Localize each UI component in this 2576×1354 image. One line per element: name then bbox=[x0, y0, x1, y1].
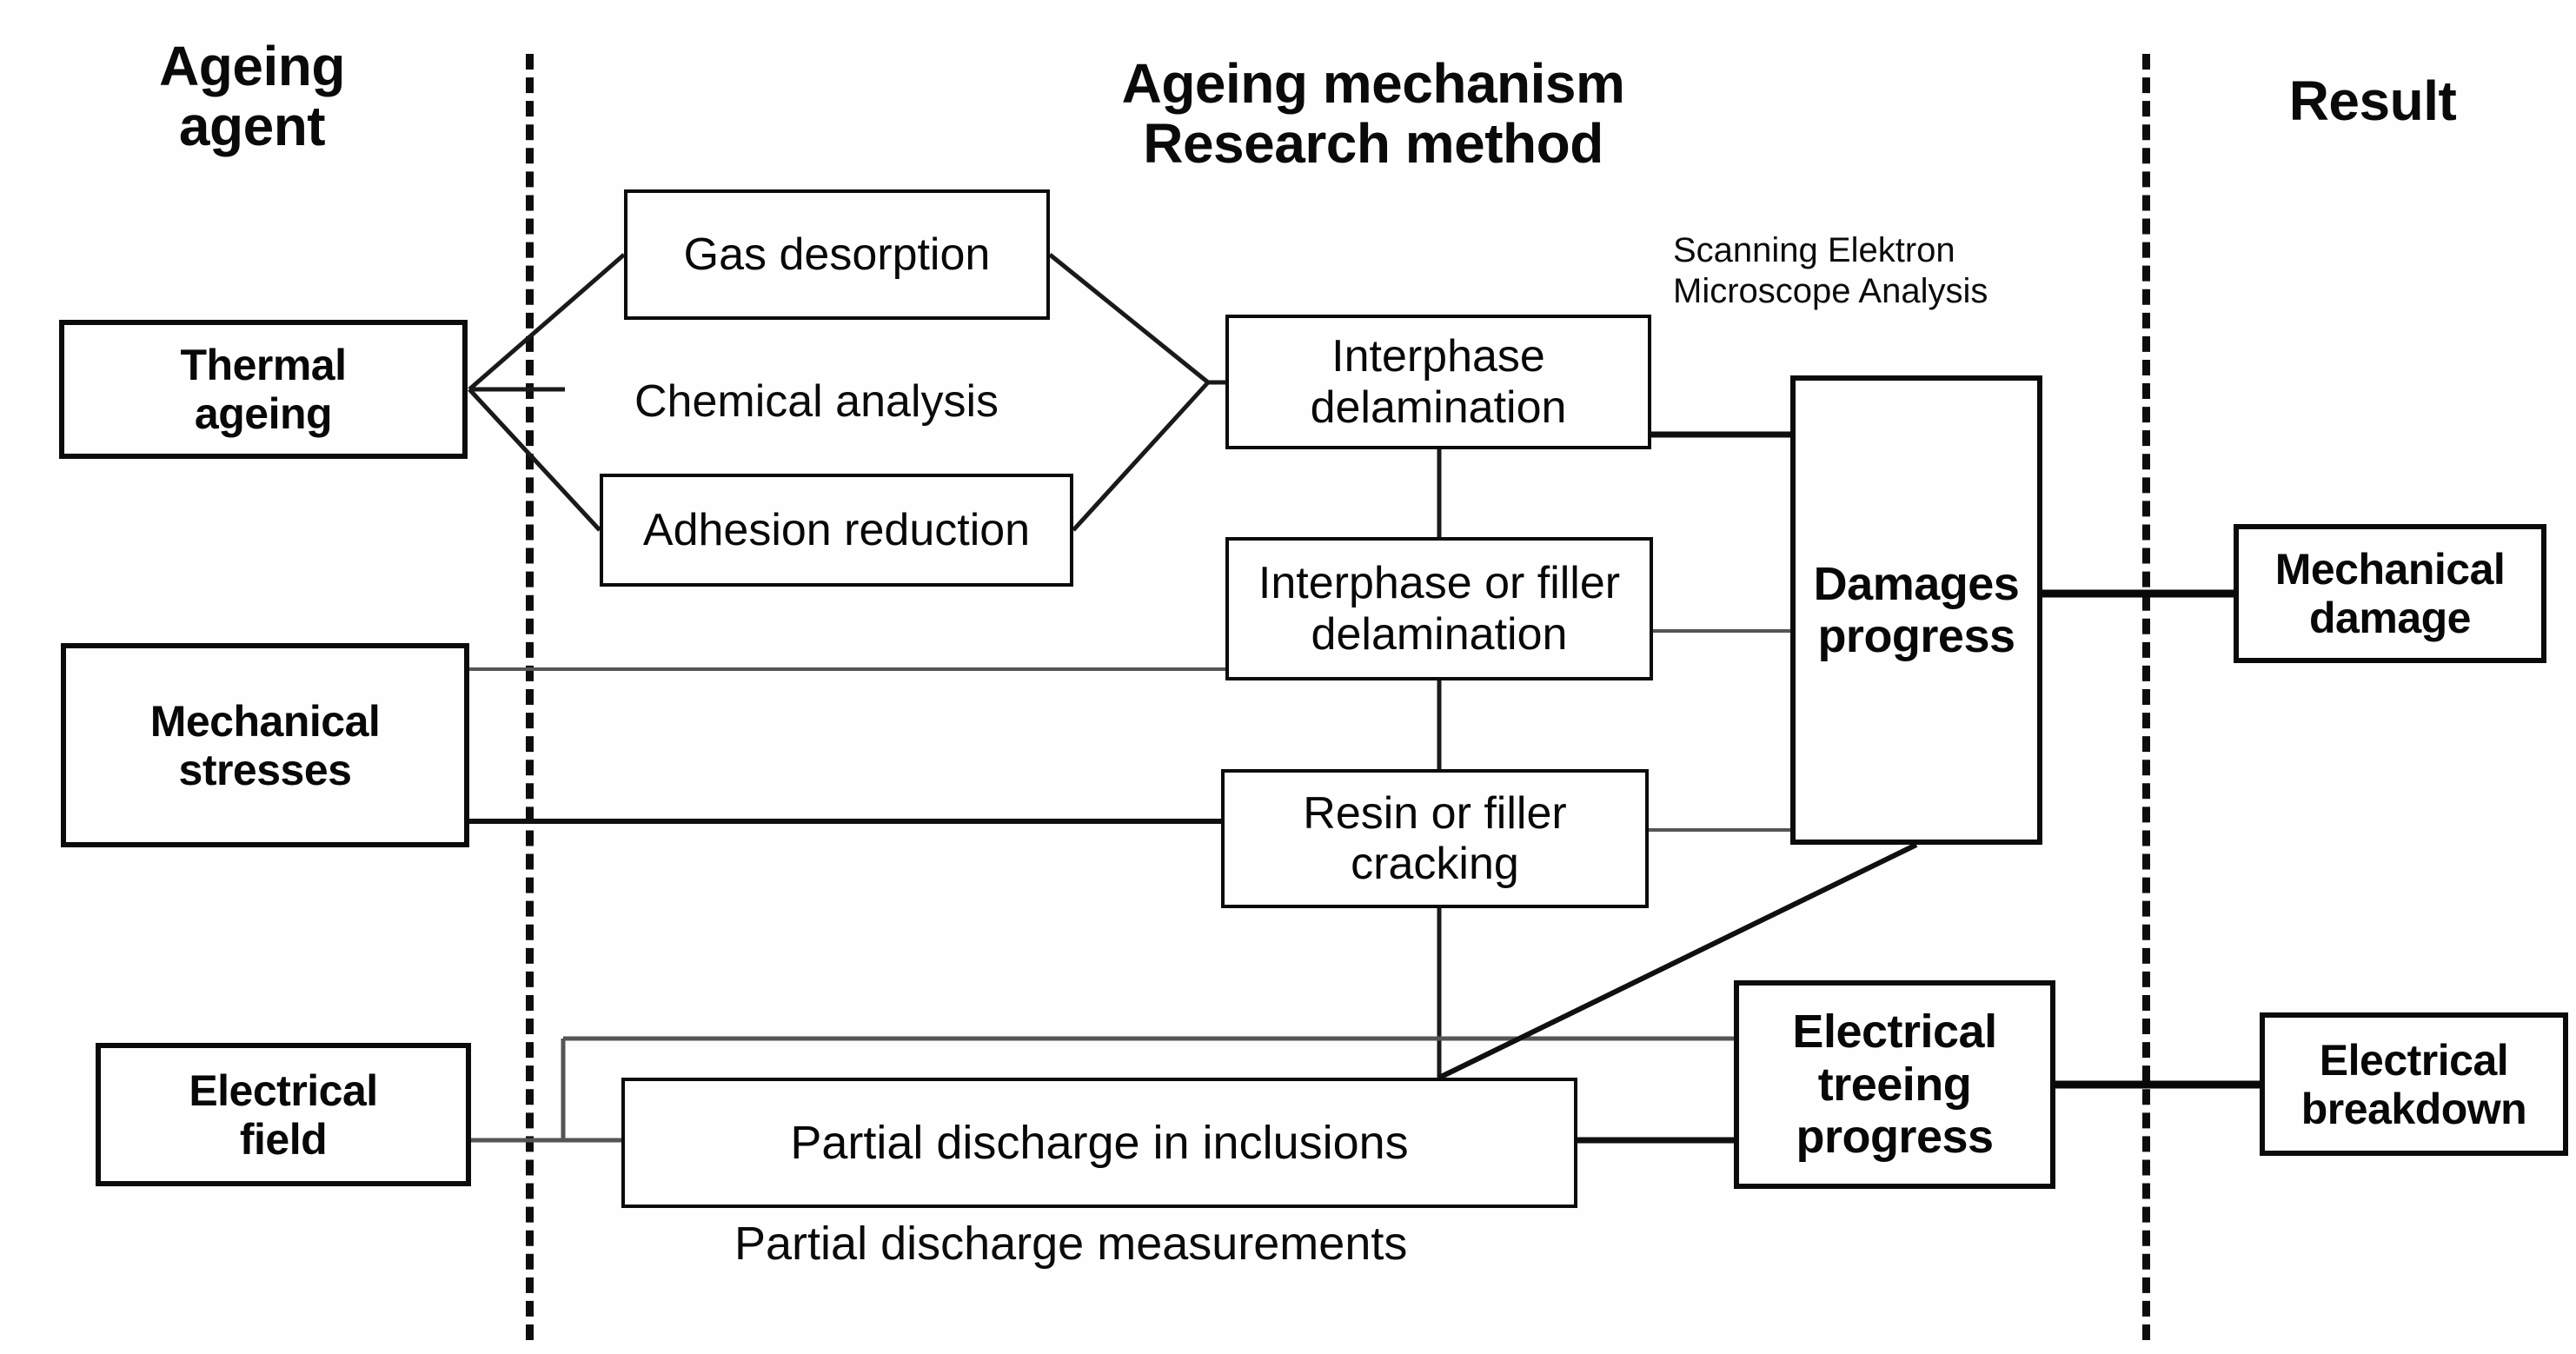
label-sem-analysis: Scanning Elektron Microscope Analysis bbox=[1673, 231, 1988, 311]
node-resin-or-filler-cracking[interactable]: Resin or filler cracking bbox=[1221, 769, 1649, 908]
node-adhesion-reduction[interactable]: Adhesion reduction bbox=[600, 474, 1073, 587]
column-header-ageing-mechanism: Ageing mechanism Research method bbox=[1121, 52, 1625, 176]
column-divider-right bbox=[2142, 54, 2150, 1340]
node-interphase-or-filler-delamination[interactable]: Interphase or filler delamination bbox=[1225, 537, 1653, 680]
node-damages-progress[interactable]: Damages progress bbox=[1790, 375, 2042, 845]
node-interphase-delamination[interactable]: Interphase delamination bbox=[1225, 315, 1651, 449]
node-thermal-ageing[interactable]: Thermal ageing bbox=[59, 320, 468, 459]
node-partial-discharge-in-inclusions[interactable]: Partial discharge in inclusions bbox=[621, 1078, 1577, 1208]
node-mechanical-stresses[interactable]: Mechanical stresses bbox=[61, 643, 469, 847]
node-electrical-breakdown[interactable]: Electrical breakdown bbox=[2260, 1012, 2568, 1156]
column-header-result: Result bbox=[2288, 70, 2457, 132]
node-mechanical-damage[interactable]: Mechanical damage bbox=[2234, 524, 2546, 663]
node-electrical-field[interactable]: Electrical field bbox=[96, 1043, 471, 1186]
label-chemical-analysis: Chemical analysis bbox=[634, 376, 999, 427]
label-partial-discharge-measurements: Partial discharge measurements bbox=[734, 1218, 1408, 1270]
node-electrical-treeing-progress[interactable]: Electrical treeing progress bbox=[1734, 980, 2055, 1189]
column-header-ageing-agent: Ageing agent bbox=[159, 35, 345, 158]
node-gas-desorption[interactable]: Gas desorption bbox=[624, 189, 1050, 320]
column-divider-left bbox=[526, 54, 534, 1340]
